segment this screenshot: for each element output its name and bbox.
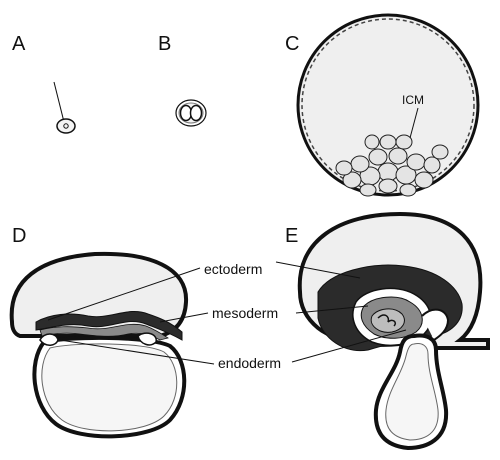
panel-letter-c: C bbox=[285, 33, 299, 55]
label-mesoderm: mesoderm bbox=[212, 305, 278, 321]
panel-letter-b: B bbox=[158, 33, 171, 55]
inner-cell-mass bbox=[335, 134, 449, 197]
endoderm-leader-e bbox=[291, 329, 407, 363]
stalk-fold-e bbox=[421, 308, 450, 341]
ectoderm-layer-d bbox=[35, 310, 183, 341]
label-ectoderm: ectoderm bbox=[204, 261, 262, 277]
fold-left-d bbox=[39, 333, 59, 346]
embryo-stage-e bbox=[297, 211, 490, 451]
yolk-sac-inner-e bbox=[385, 343, 439, 441]
icm-pointer-line bbox=[409, 107, 419, 139]
zygote-nucleus bbox=[63, 123, 69, 129]
pointer-line-zygote bbox=[53, 81, 65, 123]
ectoderm-leader-d bbox=[47, 267, 201, 321]
blastomere-right bbox=[189, 104, 203, 122]
panel-letter-a: A bbox=[12, 33, 26, 55]
zygote-membrane bbox=[56, 118, 76, 134]
neural-fold-e bbox=[377, 314, 397, 327]
endoderm-leader-d bbox=[59, 339, 215, 365]
blastocyst: ICM bbox=[296, 13, 480, 197]
panel-letter-e: E bbox=[285, 225, 298, 247]
embryo-stage-d bbox=[9, 251, 189, 439]
mesoderm-leader-e bbox=[295, 305, 369, 314]
ectoderm-leader-e bbox=[275, 261, 361, 279]
label-endoderm: endoderm bbox=[218, 355, 281, 371]
mesoderm-layer-d bbox=[39, 323, 169, 341]
panel-letter-d: D bbox=[12, 225, 26, 247]
fold-right-d bbox=[137, 332, 157, 346]
mesoderm-leader-d bbox=[159, 312, 209, 323]
zygote-cell bbox=[53, 81, 76, 134]
icm-label: ICM bbox=[402, 93, 424, 107]
yolk-sac-inner-d bbox=[41, 343, 178, 432]
two-cell-embryo bbox=[175, 99, 207, 127]
